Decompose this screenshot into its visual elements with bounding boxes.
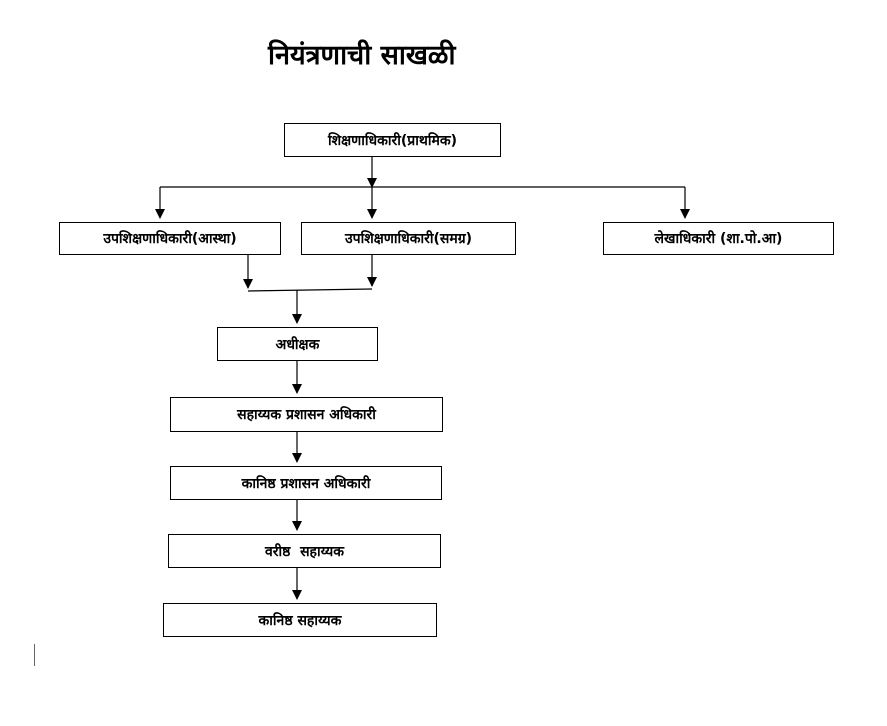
node-upshikshanadhikari-samagra: उपशिक्षणाधिकारी(समग्र) bbox=[301, 222, 516, 255]
text-cursor bbox=[34, 644, 35, 666]
node-label: शिक्षणाधिकारी(प्राथमिक) bbox=[328, 132, 457, 149]
node-sahayyak-prashasan-adhikari: सहाय्यक प्रशासन अधिकारी bbox=[170, 397, 443, 432]
node-label: उपशिक्षणाधिकारी(समग्र) bbox=[344, 231, 473, 247]
node-label: वरीष्ठ सहाय्यक bbox=[264, 543, 345, 560]
node-kanishtha-sahayyak: कानिष्ठ सहाय्यक bbox=[163, 603, 437, 637]
diagram-title: नियंत्रणाची साखळी bbox=[268, 40, 456, 71]
node-label: सहाय्यक प्रशासन अधिकारी bbox=[237, 407, 376, 423]
node-adhikshak: अधीक्षक bbox=[217, 327, 378, 361]
node-upshikshanadhikari-astha: उपशिक्षणाधिकारी(आस्था) bbox=[59, 222, 281, 255]
node-label: कानिष्ठ सहाय्यक bbox=[258, 612, 342, 629]
node-kanishtha-prashasan-adhikari: कानिष्ठ प्रशासन अधिकारी bbox=[170, 466, 442, 500]
node-label: अधीक्षक bbox=[275, 336, 320, 353]
node-label: कानिष्ठ प्रशासन अधिकारी bbox=[241, 475, 371, 492]
node-label: उपशिक्षणाधिकारी(आस्था) bbox=[103, 231, 237, 247]
node-label: लेखाधिकारी (शा.पो.आ) bbox=[654, 231, 783, 247]
node-shikshanadhikari-prathamik: शिक्षणाधिकारी(प्राथमिक) bbox=[284, 123, 501, 157]
node-varishtha-sahayyak: वरीष्ठ सहाय्यक bbox=[168, 534, 441, 568]
node-lekhadhikari: लेखाधिकारी (शा.पो.आ) bbox=[603, 222, 834, 255]
edge-merge-line bbox=[247, 288, 373, 292]
